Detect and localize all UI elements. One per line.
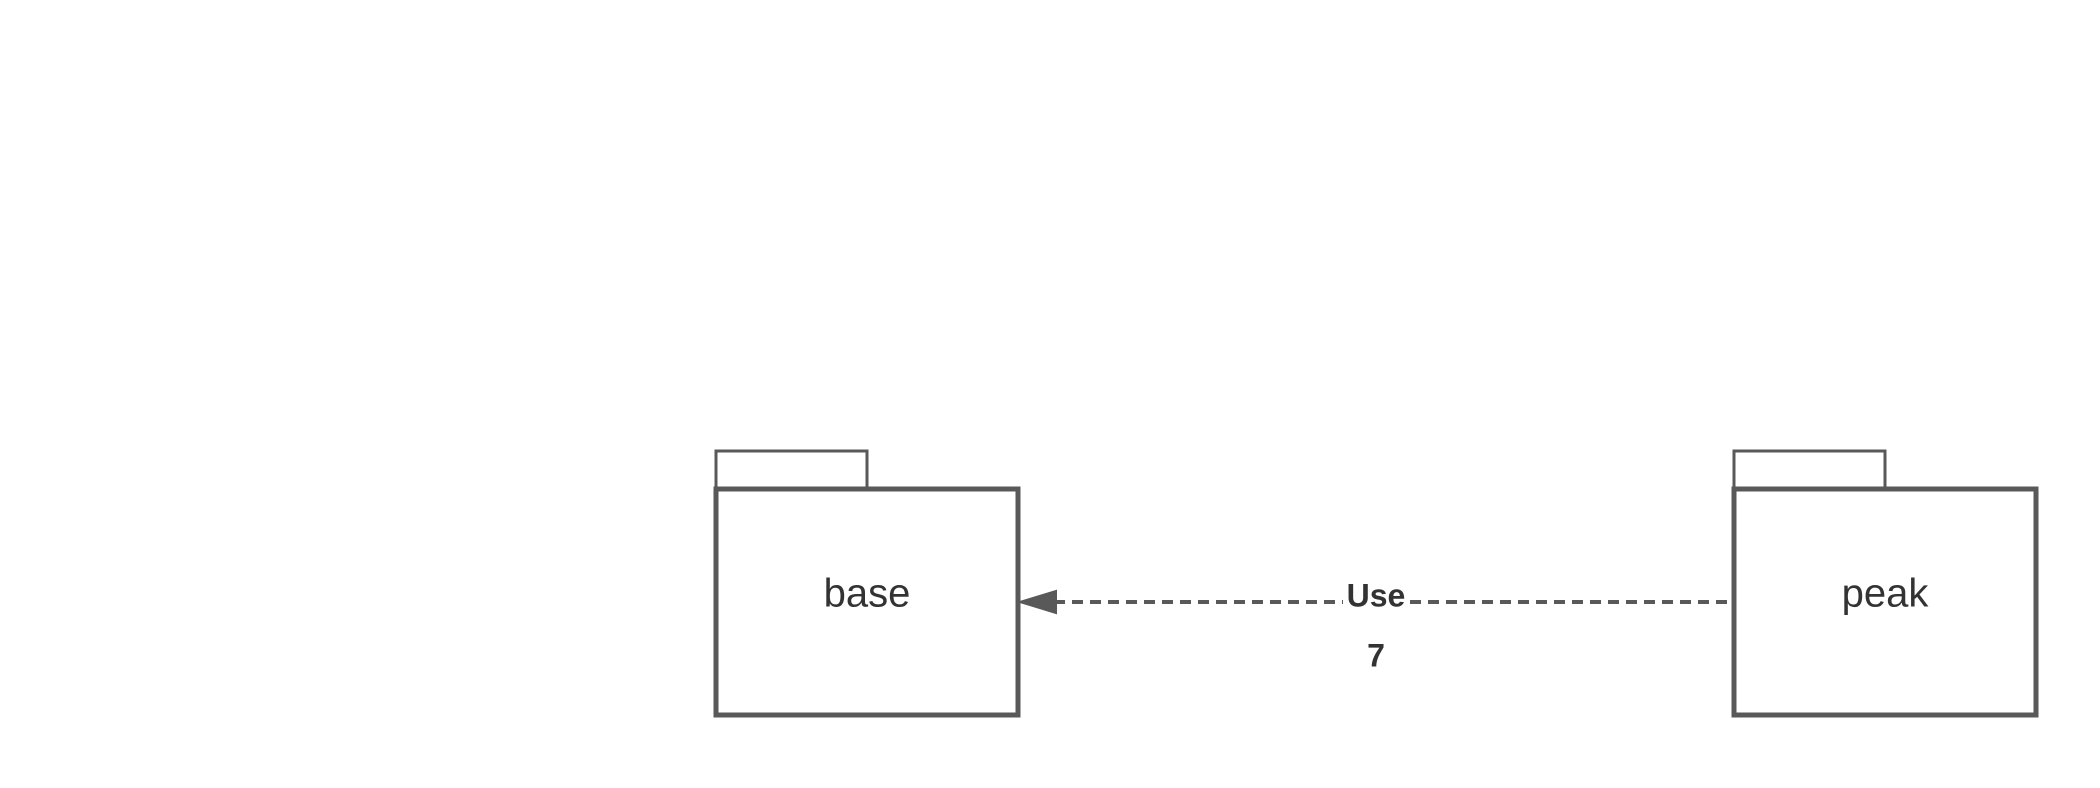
dependency-label: Use bbox=[1347, 577, 1406, 613]
package-peak[interactable]: peak bbox=[1731, 449, 2039, 718]
package-base[interactable]: base bbox=[713, 449, 1021, 718]
package-peak-body bbox=[1731, 486, 2039, 718]
package-peak-tab bbox=[1732, 449, 1887, 491]
package-base-label: base bbox=[824, 572, 911, 616]
dependency-connector[interactable]: Use 7 bbox=[1016, 577, 1731, 673]
package-base-body bbox=[713, 486, 1021, 718]
package-base-tab bbox=[714, 449, 869, 491]
arrowhead-icon bbox=[1016, 589, 1057, 615]
dependency-multiplicity: 7 bbox=[1367, 637, 1385, 673]
package-peak-label: peak bbox=[1842, 572, 1930, 616]
